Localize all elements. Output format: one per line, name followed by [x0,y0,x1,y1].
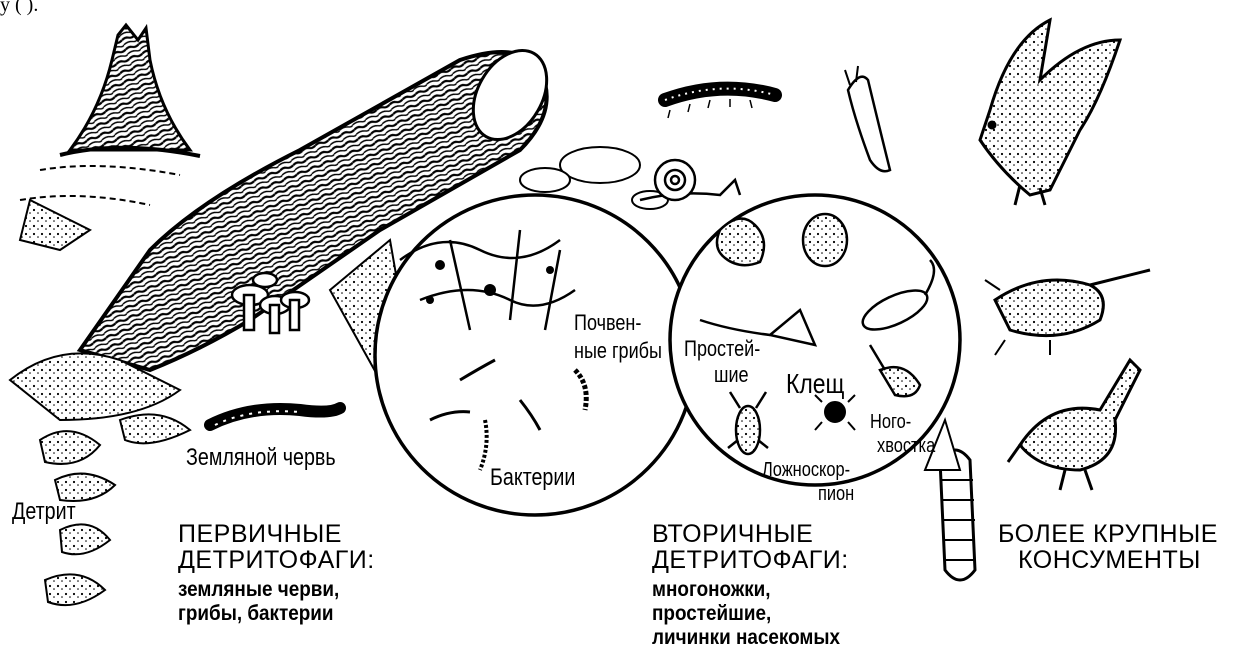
larger-consumers-title-line1: БОЛЕЕ КРУПНЫЕ [998,522,1218,547]
ciliate-icon [803,214,847,266]
soil-fungi-label-line1: Почвен- [574,312,641,334]
tree-stump-icon [20,25,200,205]
secondary-group-members-line1: многоножки, [652,578,771,602]
secondary-group-title-line1: ВТОРИЧНЫЕ [652,522,813,547]
springtail-label-line1: Ного- [870,412,911,432]
springtail-label-line2: хвостка [877,436,935,456]
earthworm-label: Земляной червь [186,446,336,470]
pseudoscorpion-label-line2: пион [818,484,854,504]
slug-icon [845,66,890,171]
detritus-label: Детрит [12,500,76,524]
millipede-icon [665,89,775,118]
songbird-icon [1008,360,1140,490]
pseudoscorpion-label-line1: Ложноскор- [762,460,850,480]
protozoa-label-line2: шие [714,364,749,386]
protozoa-label-line1: Простей- [684,338,760,360]
shrew-icon [985,270,1150,355]
bird-of-prey-icon [980,20,1120,205]
secondary-group-members-line3: личинки насекомых [652,626,840,650]
amoeba-icon [717,219,764,266]
soil-fungi-label-line2: ные грибы [574,340,662,362]
secondary-group-title-line2: ДЕТРИТОФАГИ: [652,548,849,573]
earthworm-icon [210,408,340,425]
primary-group-members-line1: земляные черви, [178,578,339,602]
larger-consumers-title-line2: КОНСУМЕНТЫ [1018,548,1201,573]
bacteria-label: Бактерии [490,466,575,490]
mite-label: Клещ [786,370,844,398]
primary-group-title-line1: ПЕРВИЧНЫЕ [178,522,342,547]
primary-group-title-line2: ДЕТРИТОФАГИ: [178,548,375,573]
secondary-group-members-line2: простейшие, [652,602,771,626]
primary-group-members-line2: грибы, бактерии [178,602,334,626]
